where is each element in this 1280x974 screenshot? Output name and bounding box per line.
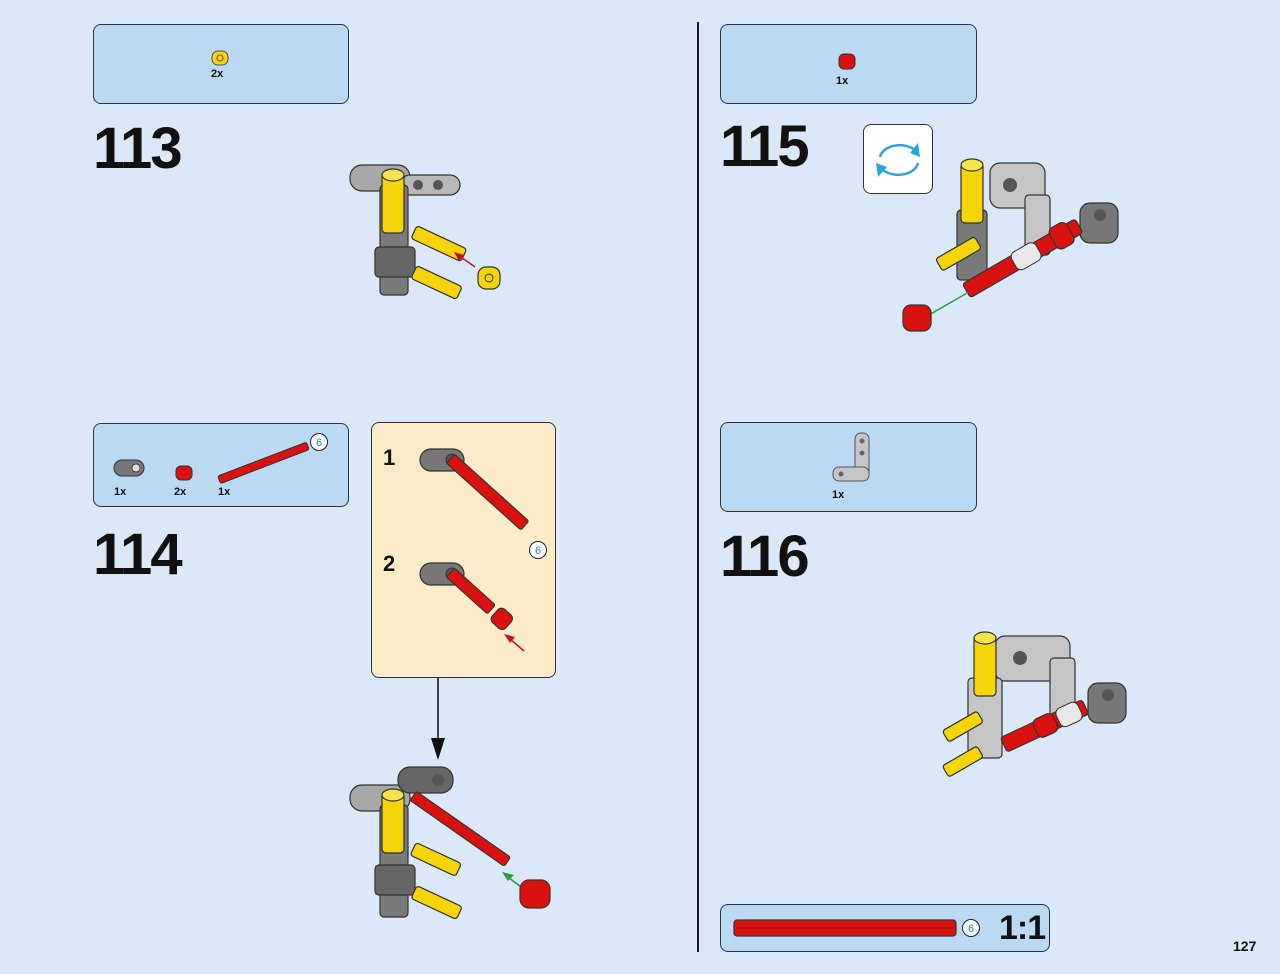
assembly-image-116 [942, 631, 1127, 777]
scale-label: 1:1 [999, 909, 1046, 947]
part-qty: 1x [114, 486, 127, 498]
step-number-113: 113 [93, 116, 183, 181]
red-bush-icon [175, 465, 193, 481]
assembly-image-113 [349, 164, 501, 300]
axle-length-badge: 6 [529, 541, 547, 559]
gray-beam-bent-icon [832, 432, 870, 482]
step-number-115: 115 [720, 114, 810, 179]
substep-image-1 [419, 448, 529, 530]
down-arrow-icon [431, 678, 445, 760]
substep-number: 1 [383, 445, 396, 470]
gray-connector-icon [113, 459, 145, 477]
scale-ruler-box: 6 1:1 [720, 904, 1050, 952]
part-qty: 1x [836, 75, 849, 87]
assembly-image-115 [902, 158, 1119, 332]
parts-callout-113: 2x [93, 24, 349, 104]
step-number-116: 116 [720, 524, 810, 589]
step-number-114: 114 [93, 522, 183, 587]
axle-length-badge: 6 [310, 433, 328, 451]
rotate-model-callout [863, 124, 933, 194]
part-qty: 2x [174, 486, 187, 498]
page-number: 127 [1233, 938, 1257, 954]
axle-length-badge: 6 [962, 919, 980, 937]
yellow-bush-icon [211, 50, 229, 66]
part-qty: 1x [832, 489, 845, 501]
axle-1to1-icon [733, 919, 957, 937]
page-divider [697, 22, 699, 952]
red-bush-icon [838, 53, 856, 70]
parts-callout-114: 1x 2x 1x 6 [93, 423, 349, 507]
subassembly-box: 1 6 2 [371, 422, 556, 678]
red-axle-icon [217, 442, 310, 484]
part-qty: 1x [218, 486, 231, 498]
part-qty: 2x [211, 68, 224, 80]
parts-callout-116: 1x [720, 422, 977, 512]
substep-number: 2 [383, 551, 396, 576]
assembly-image-114 [349, 766, 551, 920]
rotate-arrows-icon [876, 143, 920, 177]
substep-image-2 [419, 562, 525, 652]
parts-callout-115: 1x [720, 24, 977, 104]
